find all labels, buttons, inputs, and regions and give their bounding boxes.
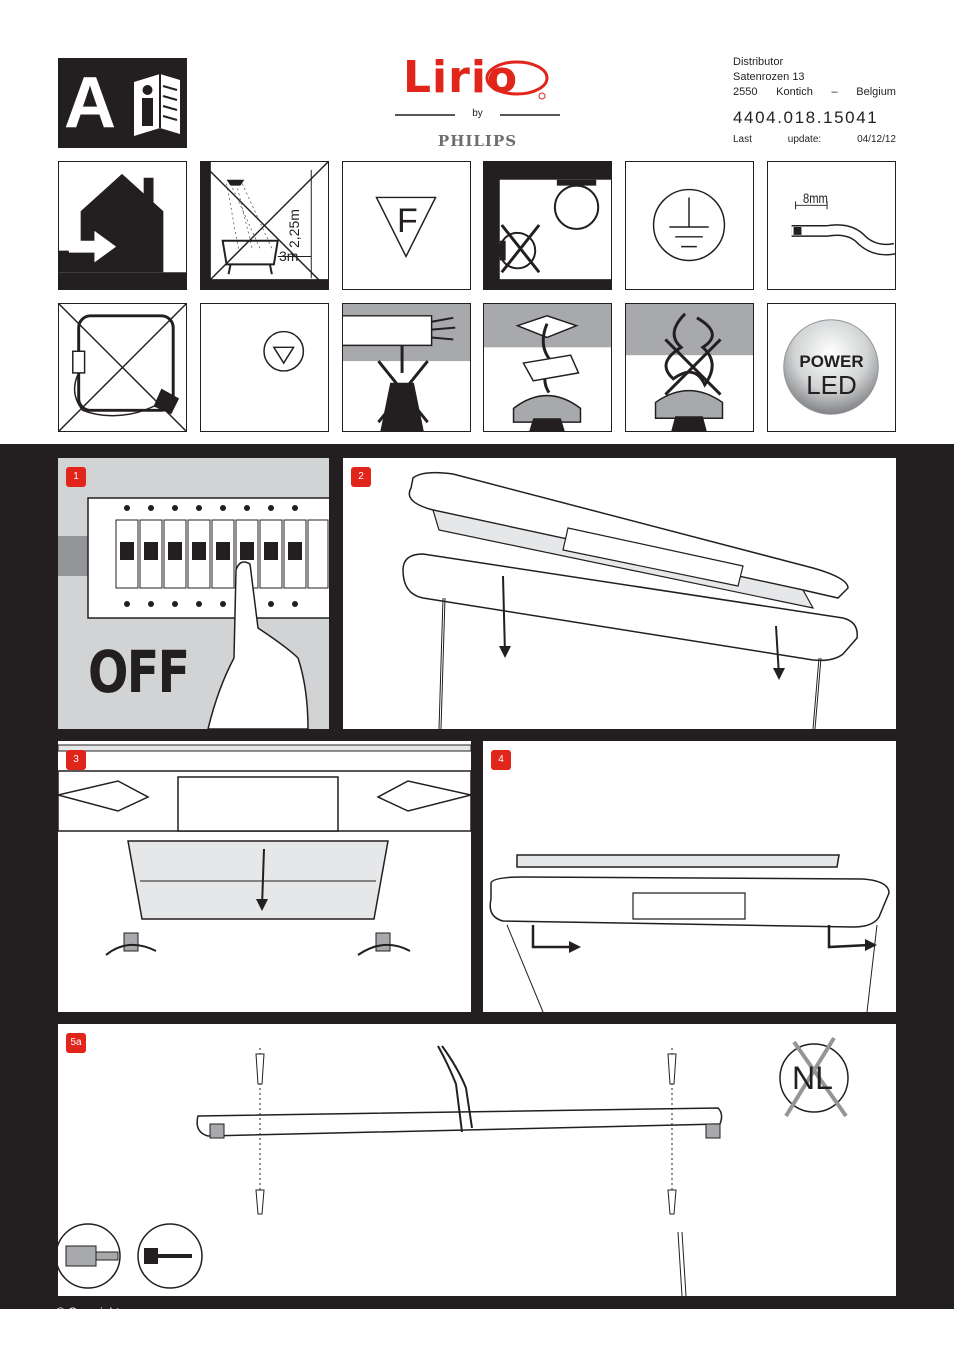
distributor-city-row: 2550 Kontich – Belgium [733,85,896,100]
distributor-street: Satenrozen 13 [733,71,805,83]
no-hanging-by-cable-icon [342,303,471,432]
update-label: update: [787,134,822,145]
power-led-icon: POWER LED [767,303,896,432]
step-2-panel: 2 [343,458,896,729]
remove-cover-illustration [402,471,858,729]
no-tangled-wires-icon [625,303,754,432]
distributor-dash: – [831,86,838,98]
no-recessed-bulb-icon [483,161,612,290]
bathroom-distance-label: 3m [279,248,299,264]
led-label: LED [806,370,857,400]
distributor-city: Kontich [776,86,813,98]
step-5a-panel: 5a NL [58,1024,896,1296]
brand-name: Lirio [403,52,519,103]
step-3-badge: 3 [66,750,86,770]
update-date: 04/12/12 [857,134,896,145]
step-5a-badge: 5a [66,1033,86,1053]
step-2-badge: 2 [351,467,371,487]
bathroom-height-label: 2,25m [286,209,302,248]
logo-swoosh [395,60,560,116]
remove-mounting-plate-illustration [489,854,890,1012]
info-book-icon [134,74,180,136]
manual-letter: A [64,63,116,143]
dimmable-night-icon [200,303,329,432]
power-label: POWER [799,352,864,371]
distributor-label: Distributor [733,56,784,68]
remove-driver-illustration [58,744,471,956]
wire-strip-icon: 8mm [767,161,896,290]
brand-logo: Lirio by PHILIPS [395,52,560,152]
off-caption: OFF [88,638,190,706]
distributor-address: Distributor Satenrozen 13 2550 Kontich –… [733,55,896,100]
class-ii-no-earth-icon [58,303,187,432]
step-4-badge: 4 [491,750,511,770]
product-code: 4404.018.15041 [733,108,879,127]
last-update: Last update: 04/12/12 [733,134,896,145]
earth-ground-icon [625,161,754,290]
f-mark-icon: F [342,161,471,290]
f-mark-label: F [397,202,418,240]
last-label: Last [733,134,752,145]
bathroom-zone-icon: 2,25m 3m [200,161,329,290]
copyright-text: © Copyright [56,1305,120,1319]
mount-plate-illustration [58,1036,849,1296]
manual-badge: A [58,58,187,148]
mount-canopy-icon [483,303,612,432]
strip-length-label: 8mm [803,190,828,206]
distributor-country: Belgium [856,86,896,98]
indoor-use-icon [58,161,187,290]
distributor-postcode: 2550 [733,86,758,98]
step-4-panel: 4 [483,741,896,1012]
step-1-badge: 1 [66,467,86,487]
assembly-steps-area: 1 OFF 2 [0,444,954,1309]
philips-logo: PHILIPS [437,132,518,150]
nl-mark-label: NL [792,1060,833,1096]
circuit-breaker-illustration [58,497,329,729]
step-1-panel: 1 OFF [58,458,329,729]
step-3-panel: 3 [58,741,471,1012]
logo-by-text: by [472,108,483,119]
